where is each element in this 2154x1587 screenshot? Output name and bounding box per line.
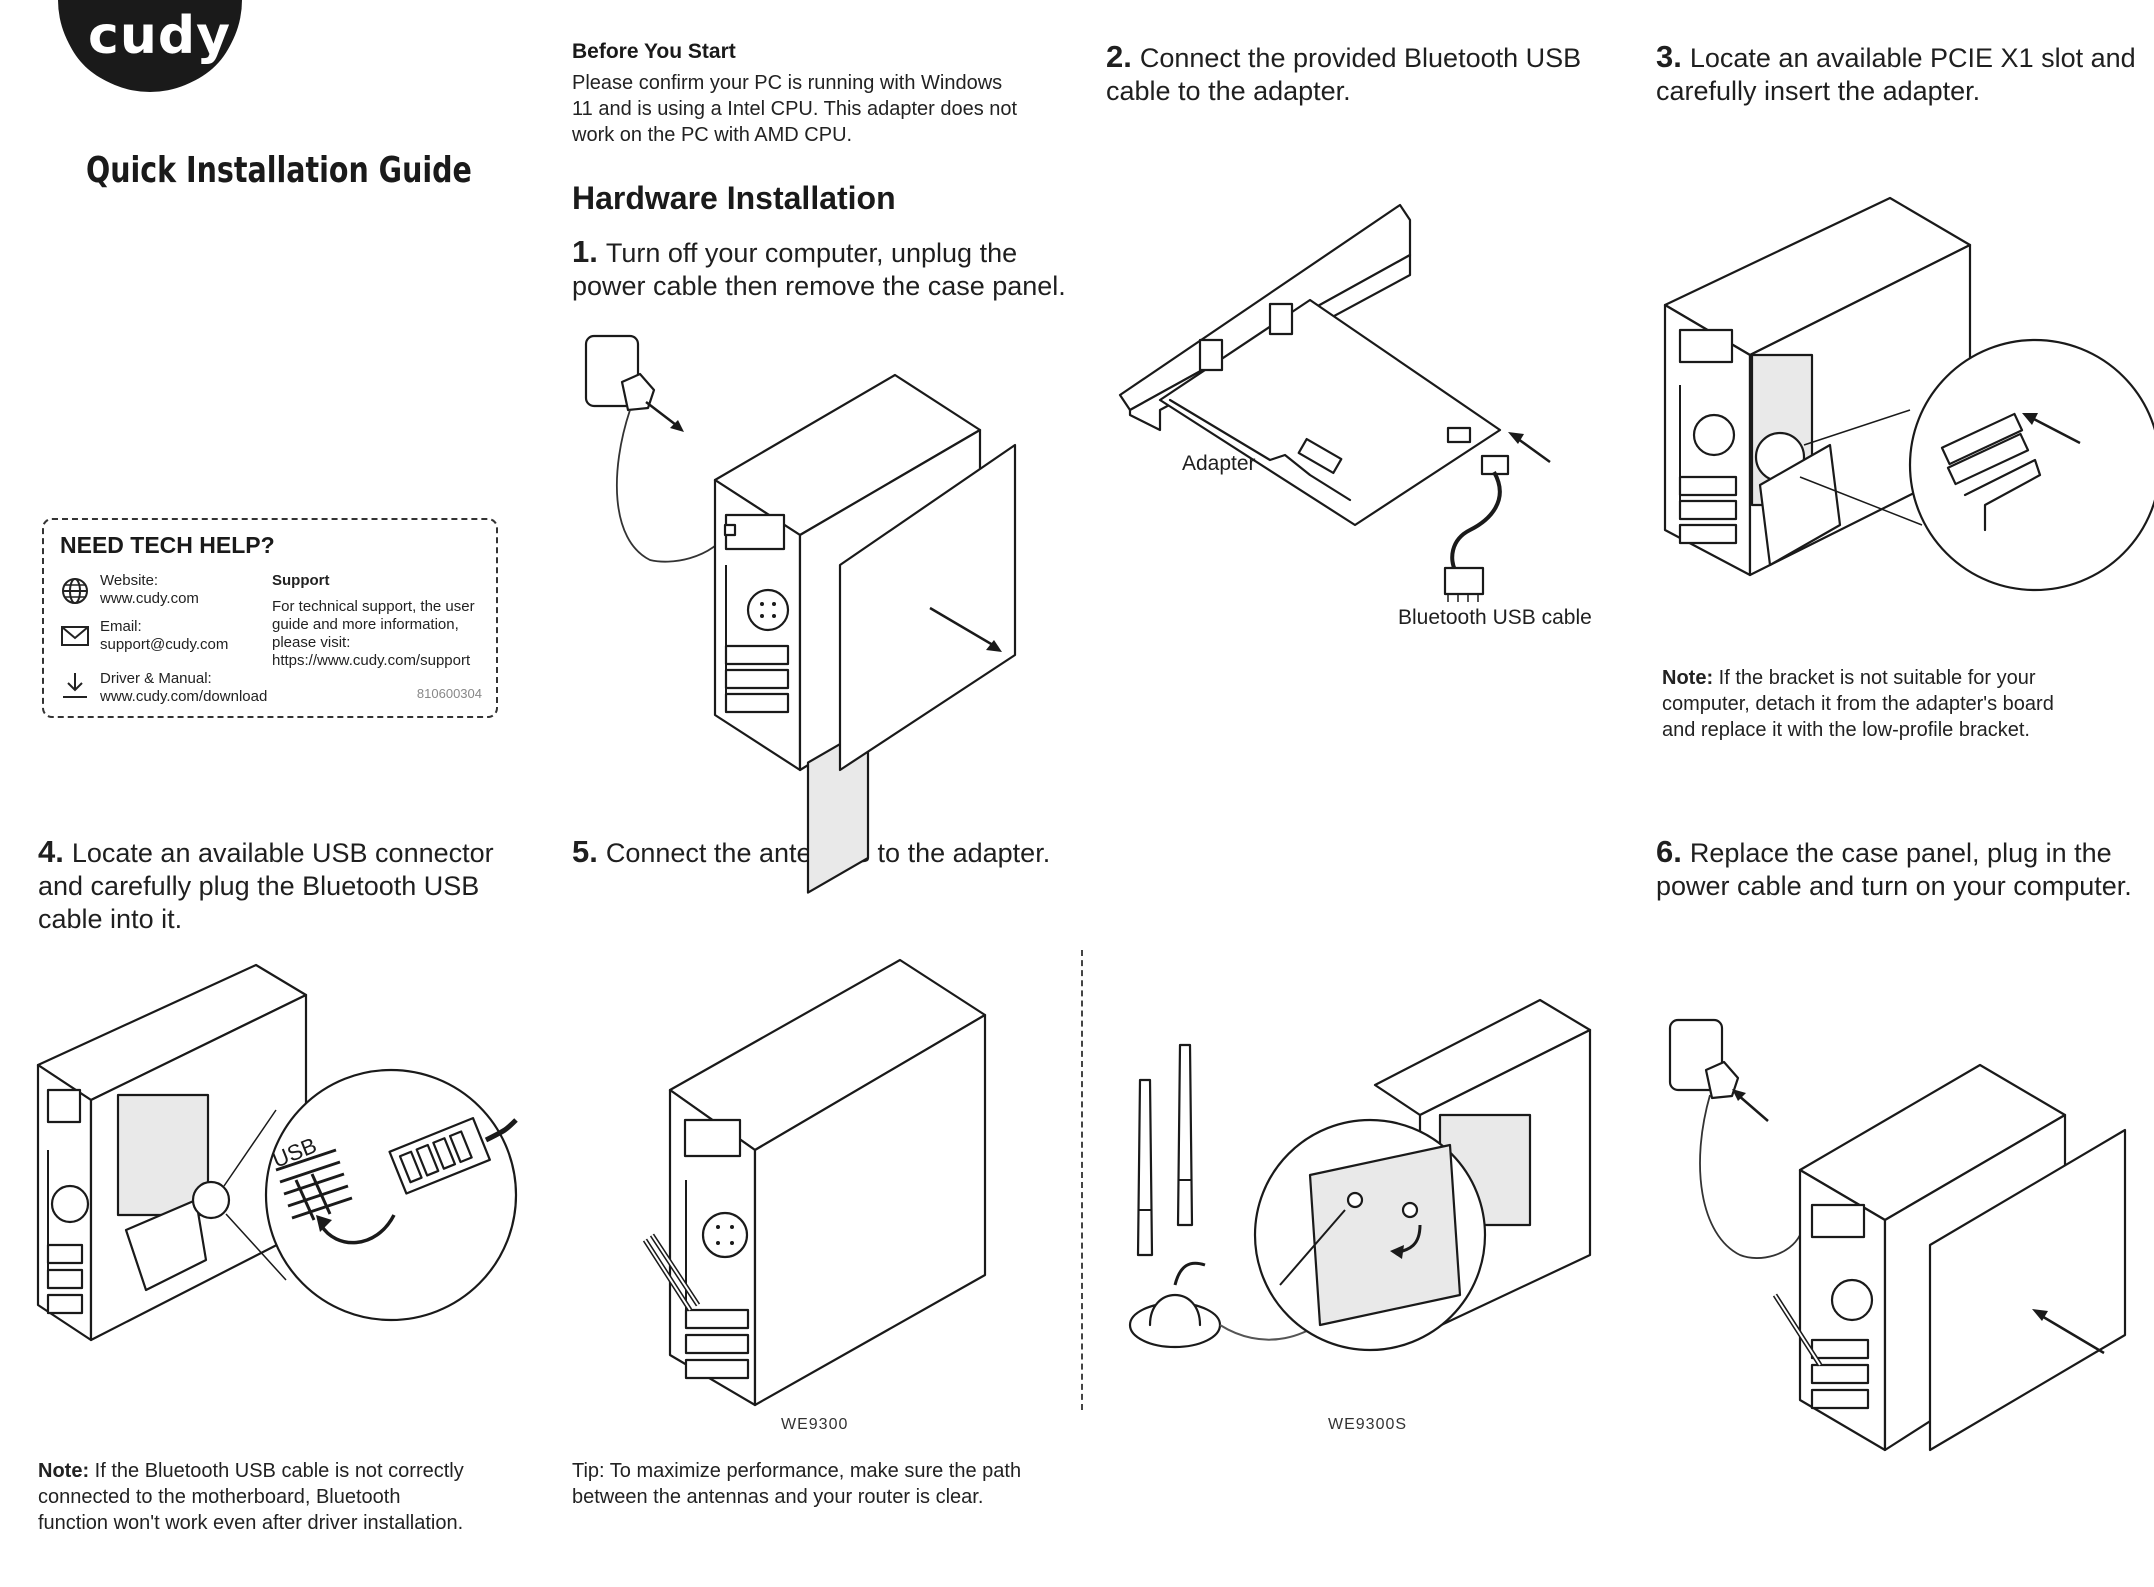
brand-logo [58,0,242,92]
before-start-line-3: work on the PC with AMD CPU. [572,124,853,146]
doc-code: 810600304 [416,686,482,701]
note-4-label: Note: [38,1460,90,1482]
step-6-illustration [1660,1015,2130,1455]
support-text-2: guide and more information, [272,616,459,633]
step-1-line-1: Turn off your computer, unplug the [605,238,1018,268]
note-step-3: Note: If the bracket is not suitable for… [1662,665,2132,743]
globe-icon [60,576,90,606]
step-5-divider [1081,950,1083,1410]
step-1: 1.Turn off your computer, unplug the pow… [572,235,1092,303]
support-heading: Support [272,572,330,589]
support-url[interactable]: https://www.cudy.com/support [272,652,471,669]
mail-icon [60,624,90,648]
step-5-num: 5. [572,834,598,869]
step-2-line-2: cable to the adapter. [1106,76,1351,106]
step-6-num: 6. [1656,834,1682,869]
step-1-illustration [570,320,1030,770]
note-3-line-1: If the bracket is not suitable for your [1713,667,2036,689]
step-4-line-1: Locate an available USB connector [71,838,494,868]
note-4-line-2: connected to the motherboard, Bluetooth [38,1486,401,1508]
model-we9300s: WE9300S [1328,1416,1408,1433]
step-4: 4.Locate an available USB connector and … [38,835,558,936]
tip-line-2: between the antennas and your router is … [572,1486,984,1508]
before-start-line-1: Please confirm your PC is running with W… [572,72,1003,94]
note-4-line-1: If the Bluetooth USB cable is not correc… [89,1460,464,1482]
driver-value[interactable]: www.cudy.com/download [100,688,268,705]
note-3-label: Note: [1662,667,1714,689]
guide-title: Quick Installation Guide [86,150,472,191]
note-step-4: Note: If the Bluetooth USB cable is not … [38,1458,548,1536]
tip-line-1: Tip: To maximize performance, make sure … [572,1460,1022,1482]
support-text-3: please visit: [272,634,351,651]
step-4-illustration [36,960,506,1360]
note-3-line-2: computer, detach it from the adapter's b… [1662,693,2054,715]
step-3-line-2: carefully insert the adapter. [1656,76,1981,106]
step-4-line-3: cable into it. [38,904,183,934]
step-2: 2.Connect the provided Bluetooth USB cab… [1106,40,1626,108]
step-3: 3.Locate an available PCIE X1 slot and c… [1656,40,2154,108]
before-start-line-2: 11 and is using a Intel CPU. This adapte… [572,98,1018,120]
tech-help-heading: NEED TECH HELP? [60,532,275,558]
step-6: 6.Replace the case panel, plug in the po… [1656,835,2154,903]
step-1-line-2: power cable then remove the case panel. [572,271,1066,301]
download-icon [60,670,90,700]
adapter-label: Adapter [1182,452,1256,475]
logo-text: cudy [88,6,231,66]
driver-label: Driver & Manual: [100,670,212,687]
step-4-num: 4. [38,834,64,869]
step-1-num: 1. [572,234,598,269]
website-value[interactable]: www.cudy.com [100,590,199,607]
step-3-line-1: Locate an available PCIE X1 slot and [1689,43,2136,73]
step-2-line-1: Connect the provided Bluetooth USB [1139,43,1582,73]
note-4-line-3: function won't work even after driver in… [38,1512,464,1534]
step-6-line-2: power cable and turn on your computer. [1656,871,2132,901]
step-5-we9300-illustration [630,955,1010,1415]
email-label: Email: [100,618,142,635]
step-4-line-2: and carefully plug the Bluetooth USB [38,871,480,901]
tech-help-box: NEED TECH HELP? Website: www.cudy.com Em… [42,518,498,718]
bt-cable-label: Bluetooth USB cable [1398,606,1592,629]
support-text-1: For technical support, the user [272,598,475,615]
note-3-line-3: and replace it with the low-profile brac… [1662,719,2030,741]
model-we9300: WE9300 [781,1416,849,1433]
step-3-illustration [1660,195,2154,595]
before-start-heading: Before You Start [572,40,736,63]
email-value[interactable]: support@cudy.com [100,636,229,653]
website-label: Website: [100,572,159,589]
hardware-heading: Hardware Installation [572,180,896,216]
step-3-num: 3. [1656,39,1682,74]
step-2-illustration [1110,200,1580,620]
tip-step-5: Tip: To maximize performance, make sure … [572,1458,1092,1510]
step-6-line-1: Replace the case panel, plug in the [1689,838,2112,868]
step-5-we9300s-illustration [1120,995,1590,1375]
step-2-num: 2. [1106,39,1132,74]
